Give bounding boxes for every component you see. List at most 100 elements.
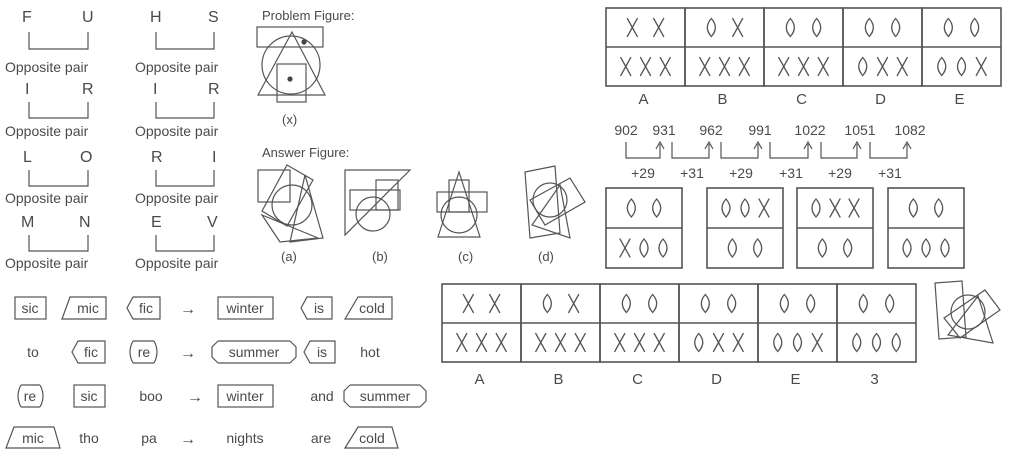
circle-shape (271, 184, 313, 226)
pair-caption: Opposite pair (135, 123, 219, 139)
oval-symbol (706, 17, 716, 38)
series-difference: +29 (631, 165, 655, 181)
code-word: summer (360, 388, 411, 404)
oval-symbol (542, 293, 552, 314)
connector (671, 142, 710, 159)
pair-caption: Opposite pair (5, 190, 89, 206)
oval-symbol (626, 198, 636, 218)
answer-label-d: (d) (538, 249, 554, 264)
code-row-0: sic mic fic → winter is cold (14, 296, 393, 320)
pair-left-2: L O Opposite pair (5, 149, 92, 206)
code-word: winter (225, 300, 264, 316)
rounded-box (17, 384, 44, 408)
oval-symbol (721, 198, 731, 218)
oval-symbol (753, 238, 763, 258)
pair-caption: Opposite pair (135, 59, 219, 75)
series-number: 1022 (794, 122, 825, 138)
code-word: summer (229, 344, 280, 360)
pair-left-1: I R Opposite pair (5, 81, 94, 139)
code-word: fic (84, 344, 98, 360)
oval-symbol (727, 293, 737, 314)
pair-right-3: E V Opposite pair (135, 214, 219, 271)
pair-right-2: R I Opposite pair (135, 149, 219, 206)
difference-connectors (625, 140, 912, 159)
code-row-1: to fic re → summer is hot (27, 340, 380, 364)
trapezoid-box (5, 426, 61, 449)
cross-curve-symbol (848, 198, 860, 218)
answer-label-a: (a) (281, 249, 297, 264)
cell-label: E (954, 91, 964, 108)
oval-symbol (943, 17, 953, 38)
circle-shape (440, 196, 478, 234)
oval-symbol (811, 198, 821, 218)
pair-bracket (28, 235, 89, 252)
cross-curve-symbol (712, 332, 725, 353)
cross-curve-symbol (633, 332, 646, 353)
pair-letter-a: F (22, 9, 32, 26)
pair-caption: Opposite pair (5, 255, 89, 271)
cross-curve-symbol (778, 56, 790, 77)
square-shape (276, 63, 307, 103)
code-word: re (138, 344, 151, 360)
oval-symbol (852, 332, 862, 353)
code-word: fic (139, 300, 153, 316)
option-card (887, 187, 965, 269)
code-word: tho (79, 430, 99, 446)
rectangle-shape (349, 189, 401, 211)
connector (820, 142, 858, 159)
pair-letter-a: I (153, 81, 157, 98)
oval-symbol (779, 293, 789, 314)
number-series: 902 931 962 991 1022 1051 1082 +29 +31 +… (614, 122, 925, 181)
rectangle-box (73, 384, 106, 408)
cross-curve-symbol (653, 17, 665, 38)
dot-shape (301, 39, 307, 45)
option-card (605, 187, 683, 269)
square-shape (257, 169, 291, 203)
arrowhead (753, 140, 763, 150)
parallelogram-box (343, 296, 393, 320)
answer-figure-extra (934, 280, 1001, 344)
answer-figure-title: Answer Figure: (262, 145, 349, 160)
symbol-options (605, 187, 965, 269)
triangle-shape (946, 294, 994, 344)
arrowhead (803, 140, 813, 150)
square-shape (448, 179, 470, 213)
oval-symbol (885, 293, 895, 314)
cross-curve-symbol (626, 17, 638, 38)
arrow-text: → (187, 389, 203, 406)
bracket-box (343, 384, 427, 408)
hexagon-box (300, 296, 333, 320)
answer-figure-b (344, 169, 412, 237)
oval-symbol (908, 198, 918, 218)
pair-bracket (155, 32, 215, 50)
rectangle-shape (524, 165, 561, 239)
arrowhead (704, 140, 714, 150)
code-word: sic (80, 388, 97, 404)
pair-letter-a: H (150, 9, 162, 26)
cross-curve-symbol (489, 293, 501, 314)
code-word: mic (22, 430, 44, 446)
cross-curve-symbol (495, 332, 507, 353)
cell-label: C (796, 91, 807, 108)
cross-curve-symbol (620, 56, 632, 77)
answer-label-c: (c) (458, 249, 473, 264)
cross-curve-symbol (554, 332, 567, 353)
oval-symbol (921, 238, 931, 258)
cross-curve-symbol (639, 56, 652, 77)
pair-letter-b: R (82, 81, 94, 98)
cross-curve-symbol (699, 56, 711, 77)
cross-curve-symbol (797, 56, 810, 77)
cross-curve-symbol (829, 198, 841, 218)
answer-figure-d (524, 165, 586, 239)
oval-symbol (891, 17, 901, 38)
cell-label: D (711, 371, 722, 388)
rounded-box (129, 340, 158, 364)
cross-curve-symbol (718, 56, 731, 77)
cross-curve-symbol (817, 56, 829, 77)
rectangle-shape (529, 177, 586, 226)
triangle-shape (256, 30, 326, 96)
oval-symbol (843, 238, 853, 258)
series-difference: +31 (680, 165, 704, 181)
rectangle-shape (934, 280, 967, 340)
triangle-shape (531, 183, 571, 239)
